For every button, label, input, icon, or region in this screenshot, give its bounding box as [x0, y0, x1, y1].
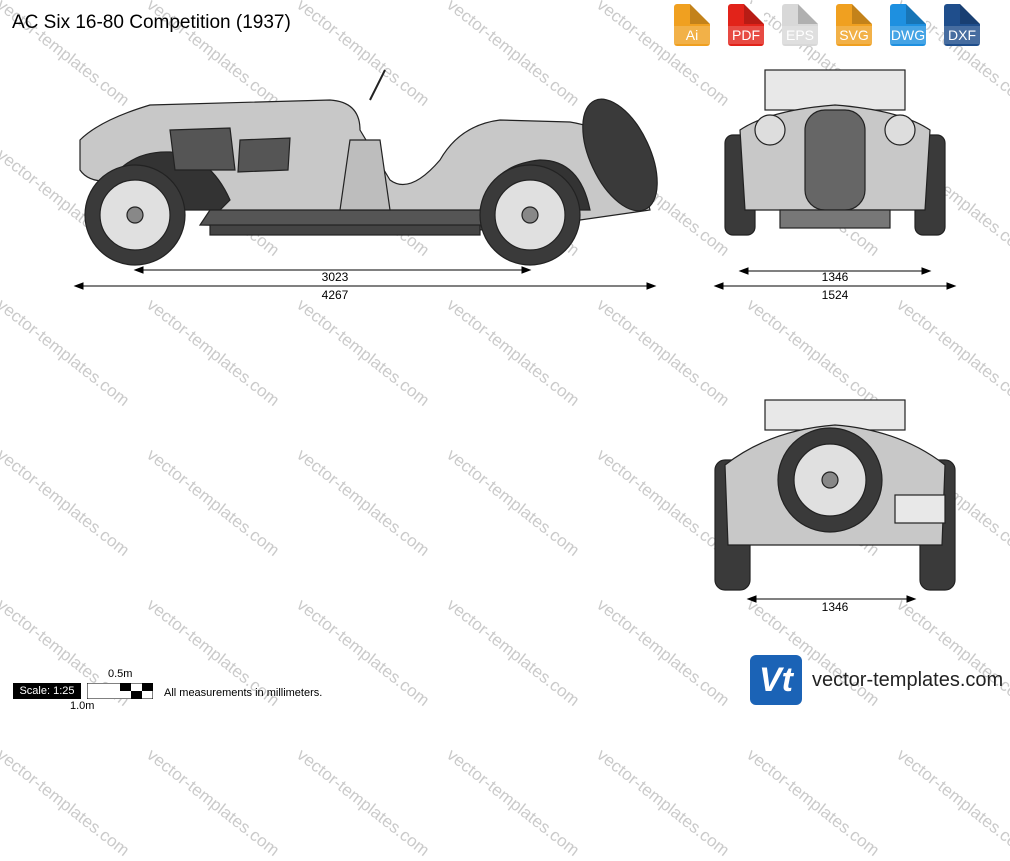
watermark-text: vector-templates.com — [0, 745, 134, 861]
scale-bar — [87, 683, 153, 699]
scale-half-meter-label: 0.5m — [108, 668, 133, 680]
watermark-text: vector-templates.com — [143, 445, 284, 561]
watermark-text: vector-templates.com — [0, 295, 134, 411]
dwg-file-icon[interactable]: DWG — [884, 4, 932, 50]
scale-label: Scale: 1:25 — [13, 683, 81, 699]
ai-file-icon[interactable]: Ai — [668, 4, 716, 50]
side-view-drawing — [73, 69, 658, 290]
svg-file-icon[interactable]: SVG — [830, 4, 878, 50]
watermark-text: vector-templates.com — [593, 595, 734, 711]
brand-logo-block[interactable]: Vt vector-templates.com — [750, 655, 1003, 705]
measurement-note: All measurements in millimeters. — [164, 687, 323, 699]
watermark-text: vector-templates.com — [443, 745, 584, 861]
format-download-bar: Ai PDF EPS SVG DWG DXF — [668, 4, 986, 50]
watermark-text: vector-templates.com — [443, 445, 584, 561]
pdf-file-icon[interactable]: PDF — [722, 4, 770, 50]
brand-name: vector-templates.com — [812, 668, 1004, 691]
watermark-text: vector-templates.com — [893, 745, 1010, 861]
format-label: EPS — [776, 26, 824, 44]
watermark-text: vector-templates.com — [293, 445, 434, 561]
length-dimension: 4267 — [321, 288, 349, 302]
watermark-text: vector-templates.com — [143, 295, 284, 411]
watermark-text: vector-templates.com — [0, 445, 134, 561]
format-label: SVG — [830, 26, 878, 44]
page-title: AC Six 16-80 Competition (1937) — [12, 12, 291, 33]
watermark-text: vector-templates.com — [893, 295, 1010, 411]
watermark-text: vector-templates.com — [443, 295, 584, 411]
watermark-text: vector-templates.com — [143, 745, 284, 861]
watermark-text: vector-templates.com — [593, 745, 734, 861]
eps-file-icon[interactable]: EPS — [776, 4, 824, 50]
rear-track-dimension: 1346 — [821, 600, 849, 614]
rear-view-drawing — [714, 399, 956, 603]
front-width-dimension: 1524 — [821, 288, 849, 302]
watermark-text: vector-templates.com — [293, 295, 434, 411]
wheelbase-dimension: 3023 — [321, 270, 349, 284]
watermark-text: vector-templates.com — [743, 745, 884, 861]
front-track-dimension: 1346 — [821, 270, 849, 284]
vt-logo: Vt — [750, 655, 802, 705]
front-view-drawing — [713, 69, 957, 290]
format-label: PDF — [722, 26, 770, 44]
watermark-text: vector-templates.com — [293, 745, 434, 861]
format-label: Ai — [668, 26, 716, 44]
watermark-text: vector-templates.com — [443, 595, 584, 711]
scale-one-meter-label: 1.0m — [70, 700, 95, 712]
watermark-text: vector-templates.com — [743, 295, 884, 411]
format-label: DWG — [884, 26, 932, 44]
dxf-file-icon[interactable]: DXF — [938, 4, 986, 50]
watermark-text: vector-templates.com — [593, 295, 734, 411]
format-label: DXF — [938, 26, 986, 44]
